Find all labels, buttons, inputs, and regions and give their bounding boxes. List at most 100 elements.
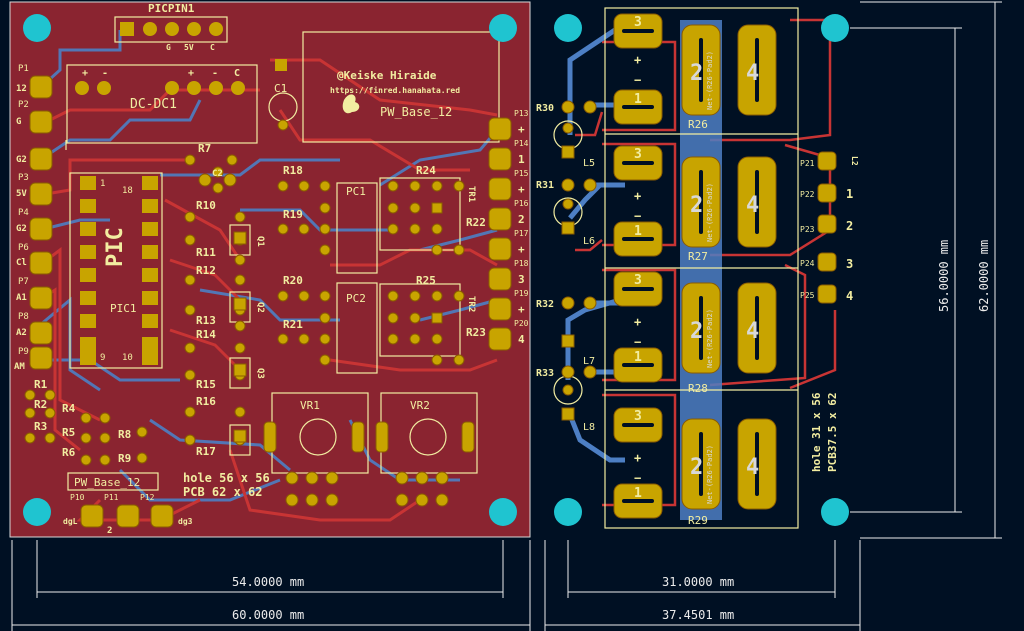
p5-net: G2	[16, 224, 27, 234]
p18-ref: P18	[514, 259, 529, 268]
pic1-pin9: 9	[100, 353, 105, 363]
r27-pad4: 4	[746, 193, 759, 218]
mounting-hole-rtl	[554, 14, 582, 42]
p18-net: 3	[518, 273, 525, 286]
r15-ref: R15	[196, 378, 216, 391]
r29-pad4: 4	[746, 455, 759, 480]
picpin1-ref: PICPIN1	[148, 2, 195, 15]
q3-ref: Q3	[255, 368, 265, 379]
p16-net: 2	[518, 213, 525, 226]
p11-net: 2	[107, 526, 112, 536]
p15-net: +	[518, 183, 525, 196]
r3-ref: R3	[34, 420, 47, 433]
r26-pad2: 2	[690, 61, 703, 86]
right-note-hole: hole 31 x 56	[810, 392, 823, 472]
p13-net: +	[518, 123, 525, 136]
minus-sign-4: −	[634, 471, 641, 485]
dcdc1-pin-c: C	[234, 68, 240, 79]
pic1-pin18: 18	[122, 186, 133, 196]
r31-ref: R31	[536, 180, 554, 191]
q1-ref: Q1	[255, 236, 265, 247]
dim-vertical-outer: 62.0000 mm	[977, 240, 991, 312]
r30-ref: R30	[536, 103, 554, 114]
r13-ref: R13	[196, 314, 216, 327]
right-board: 3 1 2 4 3 1 2 4 3 1 2 4 3 1 2 4 Net-(R26…	[536, 7, 859, 529]
r29-pad1: 1	[634, 486, 642, 501]
mounting-hole-rtr	[821, 14, 849, 42]
p7-net: A1	[16, 293, 27, 303]
p9-ref: P9	[18, 347, 29, 357]
r26-pad3: 3	[634, 15, 642, 30]
dcdc1-pin-plus2: +	[188, 68, 194, 79]
r27-ref: R27	[688, 250, 708, 263]
pic-label: PIC	[103, 227, 128, 267]
r7-ref: R7	[198, 142, 211, 155]
r5-ref: R5	[62, 426, 75, 439]
q3-outline	[229, 357, 251, 389]
p20-net: 4	[518, 333, 525, 346]
r26-net-label: Net-(R26-Pad2)	[706, 51, 714, 110]
r8-ref: R8	[118, 428, 131, 441]
logo-author: @Keiske Hiraide	[337, 69, 437, 82]
p8-net: A2	[16, 328, 27, 338]
r28-pad1: 1	[634, 350, 642, 365]
r29-pad2: 2	[690, 455, 703, 480]
r9-ref: R9	[118, 452, 131, 465]
r29-net-label: Net-(R26-Pad2)	[706, 445, 714, 504]
p9-net: AM	[14, 362, 25, 372]
p12-ref: P12	[140, 493, 155, 502]
left-board: PICPIN1 G 5V C DC-DC1 + - + - C @Keiske …	[9, 1, 531, 538]
right-mounting-holes	[554, 14, 849, 526]
r11-ref: R11	[196, 246, 216, 259]
r2-ref: R2	[34, 398, 47, 411]
r24-ref: R24	[416, 164, 436, 177]
r27-pad3: 3	[634, 147, 642, 162]
r27-net-label: Net-(R26-Pad2)	[706, 183, 714, 242]
p24-ref: P24	[800, 259, 815, 268]
r27-pad1: 1	[634, 224, 642, 239]
r26-ref: R26	[688, 118, 708, 131]
r18-ref: R18	[283, 164, 303, 177]
left-edge-pads	[29, 75, 512, 528]
p20-ref: P20	[514, 319, 529, 328]
plus-sign-2: +	[634, 189, 641, 203]
pc2-ref: PC2	[346, 292, 366, 305]
mounting-hole-rbr	[821, 498, 849, 526]
r28-ref: R28	[688, 382, 708, 395]
pic1-ref: PIC1	[110, 302, 137, 315]
p17-net: +	[518, 243, 525, 256]
mounting-hole-tl	[23, 14, 51, 42]
p21-net: L2	[850, 156, 859, 166]
pic1-pin10: 10	[122, 353, 133, 363]
plus-sign-4: +	[634, 451, 641, 465]
r6-ref: R6	[62, 446, 76, 459]
p3-ref: P3	[18, 173, 29, 183]
p14-net: 1	[518, 153, 525, 166]
dim-left-outer: 60.0000 mm	[232, 608, 304, 622]
mounting-hole-rbl	[554, 498, 582, 526]
logo-outline	[302, 31, 500, 143]
p19-net: +	[518, 303, 525, 316]
p15-ref: P15	[514, 169, 529, 178]
r16-ref: R16	[196, 395, 216, 408]
vr1-knob	[299, 418, 337, 456]
r28-pad4: 4	[746, 319, 759, 344]
picpin1-pads	[120, 22, 223, 36]
left-mounting-holes	[23, 14, 517, 526]
c2-ref: C2	[212, 169, 223, 179]
r23-ref: R23	[466, 326, 486, 339]
l7-ref: L7	[583, 356, 595, 367]
board-label-box	[67, 472, 159, 491]
p25-ref: P25	[800, 291, 815, 300]
pc1-outline	[336, 182, 378, 274]
r21-ref: R21	[283, 318, 303, 331]
p10-net: dgL	[63, 517, 78, 526]
c1-ref: C1	[274, 82, 287, 95]
pc2-outline	[336, 282, 378, 374]
r22-ref: R22	[466, 216, 486, 229]
r32-ref: R32	[536, 299, 554, 310]
minus-sign-1: −	[634, 73, 641, 87]
pic1-outline	[69, 172, 163, 369]
plus-sign-3: +	[634, 315, 641, 329]
r12-ref: R12	[196, 264, 216, 277]
